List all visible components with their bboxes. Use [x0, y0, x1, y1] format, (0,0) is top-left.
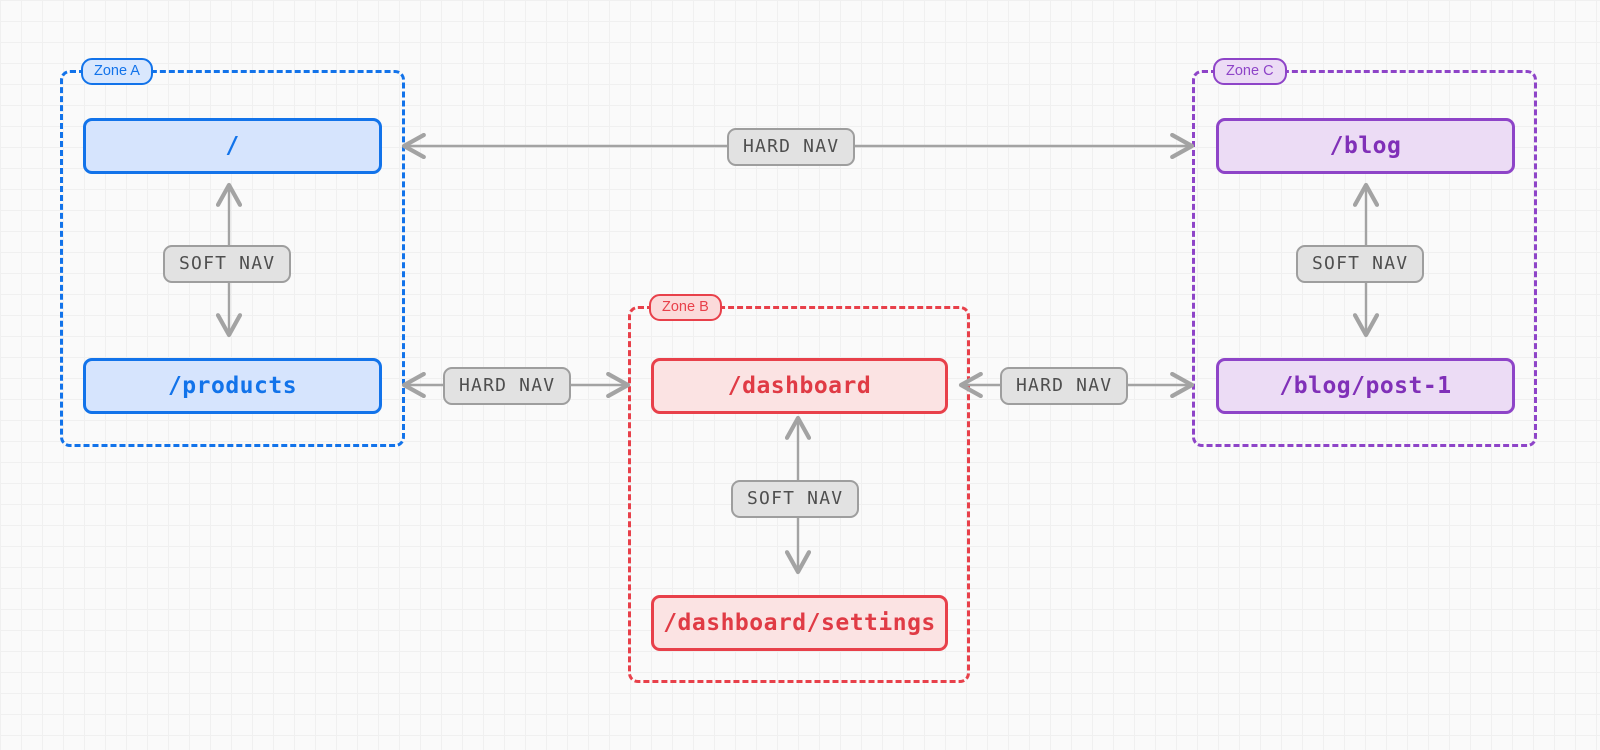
- zone-b-label: Zone B: [649, 294, 722, 322]
- node-blog-post-1-label: /blog/post-1: [1279, 373, 1452, 399]
- hard-nav-right-text: HARD NAV: [1016, 375, 1113, 396]
- edge-label-hard-nav-left: HARD NAV: [443, 367, 572, 405]
- node-dashboard[interactable]: /dashboard: [651, 358, 948, 414]
- soft-nav-b-text: SOFT NAV: [747, 488, 844, 509]
- soft-nav-a-text: SOFT NAV: [179, 253, 276, 274]
- edge-label-hard-nav-top: HARD NAV: [727, 128, 856, 166]
- zone-c-container[interactable]: Zone C: [1192, 58, 1537, 447]
- node-root[interactable]: /: [83, 118, 382, 174]
- zone-a-label: Zone A: [81, 58, 153, 86]
- zone-b-container[interactable]: Zone B: [628, 294, 970, 683]
- node-blog-post-1[interactable]: /blog/post-1: [1216, 358, 1515, 414]
- node-dashboard-settings-label: /dashboard/settings: [663, 610, 936, 636]
- node-products-label: /products: [167, 373, 298, 399]
- node-products[interactable]: /products: [83, 358, 382, 414]
- zone-a-container[interactable]: Zone A: [60, 58, 405, 447]
- edge-label-hard-nav-right: HARD NAV: [1000, 367, 1129, 405]
- zone-c-label: Zone C: [1213, 58, 1287, 86]
- node-dashboard-label: /dashboard: [727, 373, 872, 399]
- node-blog-label: /blog: [1329, 133, 1402, 159]
- soft-nav-c-text: SOFT NAV: [1312, 253, 1409, 274]
- node-blog[interactable]: /blog: [1216, 118, 1515, 174]
- edge-label-soft-nav-zone-c: SOFT NAV: [1296, 245, 1425, 283]
- edge-label-soft-nav-zone-b: SOFT NAV: [731, 480, 860, 518]
- node-root-label: /: [225, 133, 240, 159]
- edge-label-soft-nav-zone-a: SOFT NAV: [163, 245, 292, 283]
- node-dashboard-settings[interactable]: /dashboard/settings: [651, 595, 948, 651]
- hard-nav-left-text: HARD NAV: [459, 375, 556, 396]
- hard-nav-top-text: HARD NAV: [743, 136, 840, 157]
